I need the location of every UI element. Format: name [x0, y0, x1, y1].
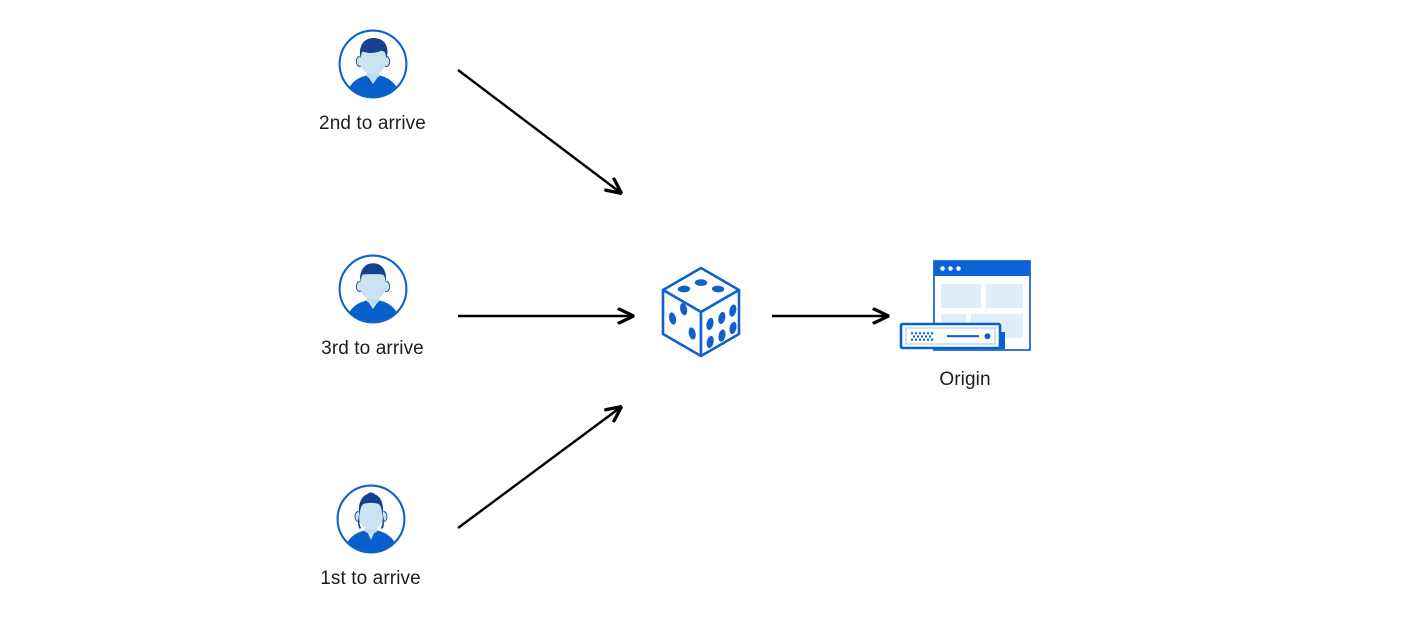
arrow-1st-to-dice: [457, 407, 621, 529]
user-avatar-icon: [335, 483, 407, 555]
client-node-1st[interactable]: 1st to arrive: [298, 483, 443, 588]
client-label-1st: 1st to arrive: [320, 568, 421, 589]
server-appliance: [899, 322, 1005, 350]
origin-label: Origin: [939, 369, 991, 390]
client-label-3rd: 3rd to arrive: [321, 338, 424, 359]
user-avatar-icon: [337, 253, 409, 325]
client-label-2nd: 2nd to arrive: [319, 113, 426, 134]
client-node-3rd[interactable]: 3rd to arrive: [300, 253, 445, 358]
random-selector-node[interactable]: [655, 262, 747, 362]
dice-icon: [655, 262, 747, 362]
user-avatar-icon: [337, 28, 409, 100]
client-node-2nd[interactable]: 2nd to arrive: [300, 28, 445, 133]
origin-server-icon: [895, 258, 1035, 358]
arrow-2nd-to-dice: [457, 69, 621, 193]
origin-node[interactable]: Origin: [895, 258, 1035, 389]
